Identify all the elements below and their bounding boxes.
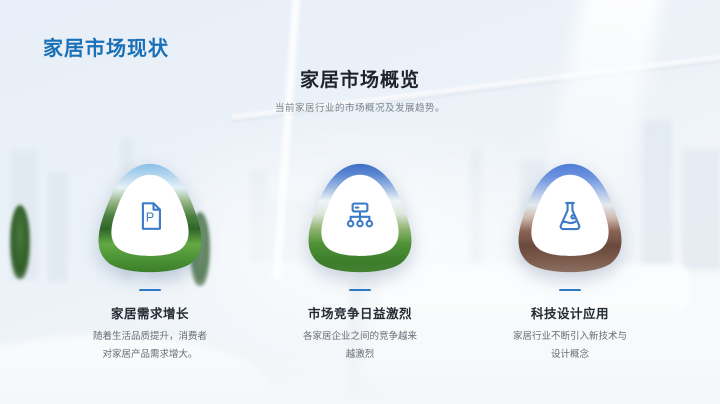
flask-icon bbox=[559, 201, 581, 231]
feature-description: 随着生活品质提升，消费者对家居产品需求增大。 bbox=[92, 331, 207, 360]
feature-title: 家居需求增长 bbox=[110, 307, 189, 321]
feature-graphic bbox=[297, 162, 423, 278]
org-chart-icon bbox=[346, 202, 374, 228]
section-title: 家居市场概览 bbox=[299, 70, 420, 91]
section-subtitle: 当前家居行业的市场概况及发展趋势。 bbox=[274, 103, 445, 114]
features-row: P 家居需求增长 随着生活品质提升，消费者对家居产品需求增大。 bbox=[50, 158, 670, 364]
decor-building bbox=[682, 150, 720, 280]
feature-title: 市场竞争日益激烈 bbox=[307, 307, 412, 321]
feature-description: 家居行业不断引入新技术与设计概念 bbox=[512, 331, 627, 360]
accent-divider bbox=[349, 289, 371, 291]
feature-market-competition: 市场竞争日益激烈 各家居企业之间的竞争越来越激烈 bbox=[260, 158, 460, 364]
feature-title: 科技设计应用 bbox=[530, 307, 609, 321]
accent-divider bbox=[559, 289, 581, 291]
svg-text:P: P bbox=[146, 210, 155, 225]
feature-graphic: P bbox=[87, 162, 213, 278]
feature-tech-design: 科技设计应用 家居行业不断引入新技术与设计概念 bbox=[470, 158, 670, 364]
decor-floor bbox=[0, 358, 720, 404]
feature-demand-growth: P 家居需求增长 随着生活品质提升，消费者对家居产品需求增大。 bbox=[50, 158, 250, 364]
feature-description: 各家居企业之间的竞争越来越激烈 bbox=[302, 331, 417, 360]
page-title: 家居市场现状 bbox=[43, 38, 169, 60]
feature-graphic bbox=[507, 162, 633, 278]
document-p-icon: P bbox=[141, 202, 161, 230]
decor-building bbox=[10, 150, 38, 280]
accent-divider bbox=[139, 289, 161, 291]
decor-plant bbox=[10, 205, 30, 279]
